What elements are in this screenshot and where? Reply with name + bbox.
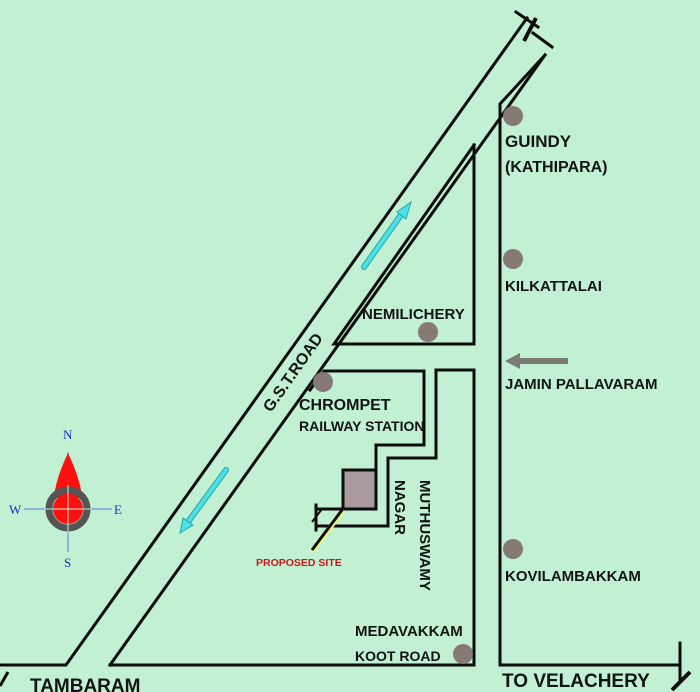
medavakkam-landmark-dot (453, 644, 473, 664)
gst-road-arrow-south (179, 467, 229, 535)
nemilichery-label: NEMILICHERY (362, 306, 465, 323)
compass-south: S (64, 555, 71, 570)
railway-station-label: RAILWAY STATION (299, 418, 425, 434)
to-velachery-label: TO VELACHERY (502, 671, 650, 692)
compass-rose: N S E W (9, 427, 122, 570)
nemilichery-block (331, 142, 477, 346)
lane-break-slash (311, 508, 323, 523)
kovilambakkam-landmark-dot (503, 539, 523, 559)
guindy-landmark-dot (503, 106, 523, 126)
site-pointer (310, 509, 344, 551)
kilkattalai-landmark-dot (503, 249, 523, 269)
muthuswamy-label: MUTHUSWAMY (416, 480, 433, 591)
compass-north: N (63, 427, 73, 442)
road-break-slash (670, 670, 692, 692)
kovilambakkam-label: KOVILAMBAKKAM (505, 568, 641, 585)
north-needle-icon (54, 453, 82, 498)
proposed-site-plot (341, 468, 378, 511)
koot-road-label: KOOT ROAD (355, 648, 441, 664)
muthuswamy-nagar-road (314, 368, 476, 667)
guindy-label: GUINDY (505, 132, 572, 151)
chrompet-label: CHROMPET (299, 397, 391, 414)
gst-road-west-edge (0, 15, 530, 667)
nagar-label: NAGAR (391, 480, 408, 535)
road-break-slash (0, 671, 10, 687)
road-break-mark (530, 30, 555, 50)
chrompet-landmark-dot (313, 372, 333, 392)
gst-road-arrow-north (361, 200, 412, 270)
compass-east: E (114, 502, 122, 517)
guindy-sub-label: (KATHIPARA) (505, 159, 608, 176)
kilkattalai-label: KILKATTALAI (505, 278, 602, 295)
velachery-road (498, 52, 692, 692)
jamin-pallavaram-label: JAMIN PALLAVARAM (505, 376, 658, 393)
medavakkam-label: MEDAVAKKAM (355, 623, 463, 640)
proposed-site-label: PROPOSED SITE (256, 557, 342, 569)
road-break-slash (522, 17, 538, 42)
tambaram-label: TAMBARAM (30, 676, 140, 692)
jamin-pallavaram-arrow (505, 353, 568, 369)
compass-west: W (9, 502, 22, 517)
velachery-road-edge (498, 52, 682, 667)
nemilichery-landmark-dot (418, 322, 438, 342)
